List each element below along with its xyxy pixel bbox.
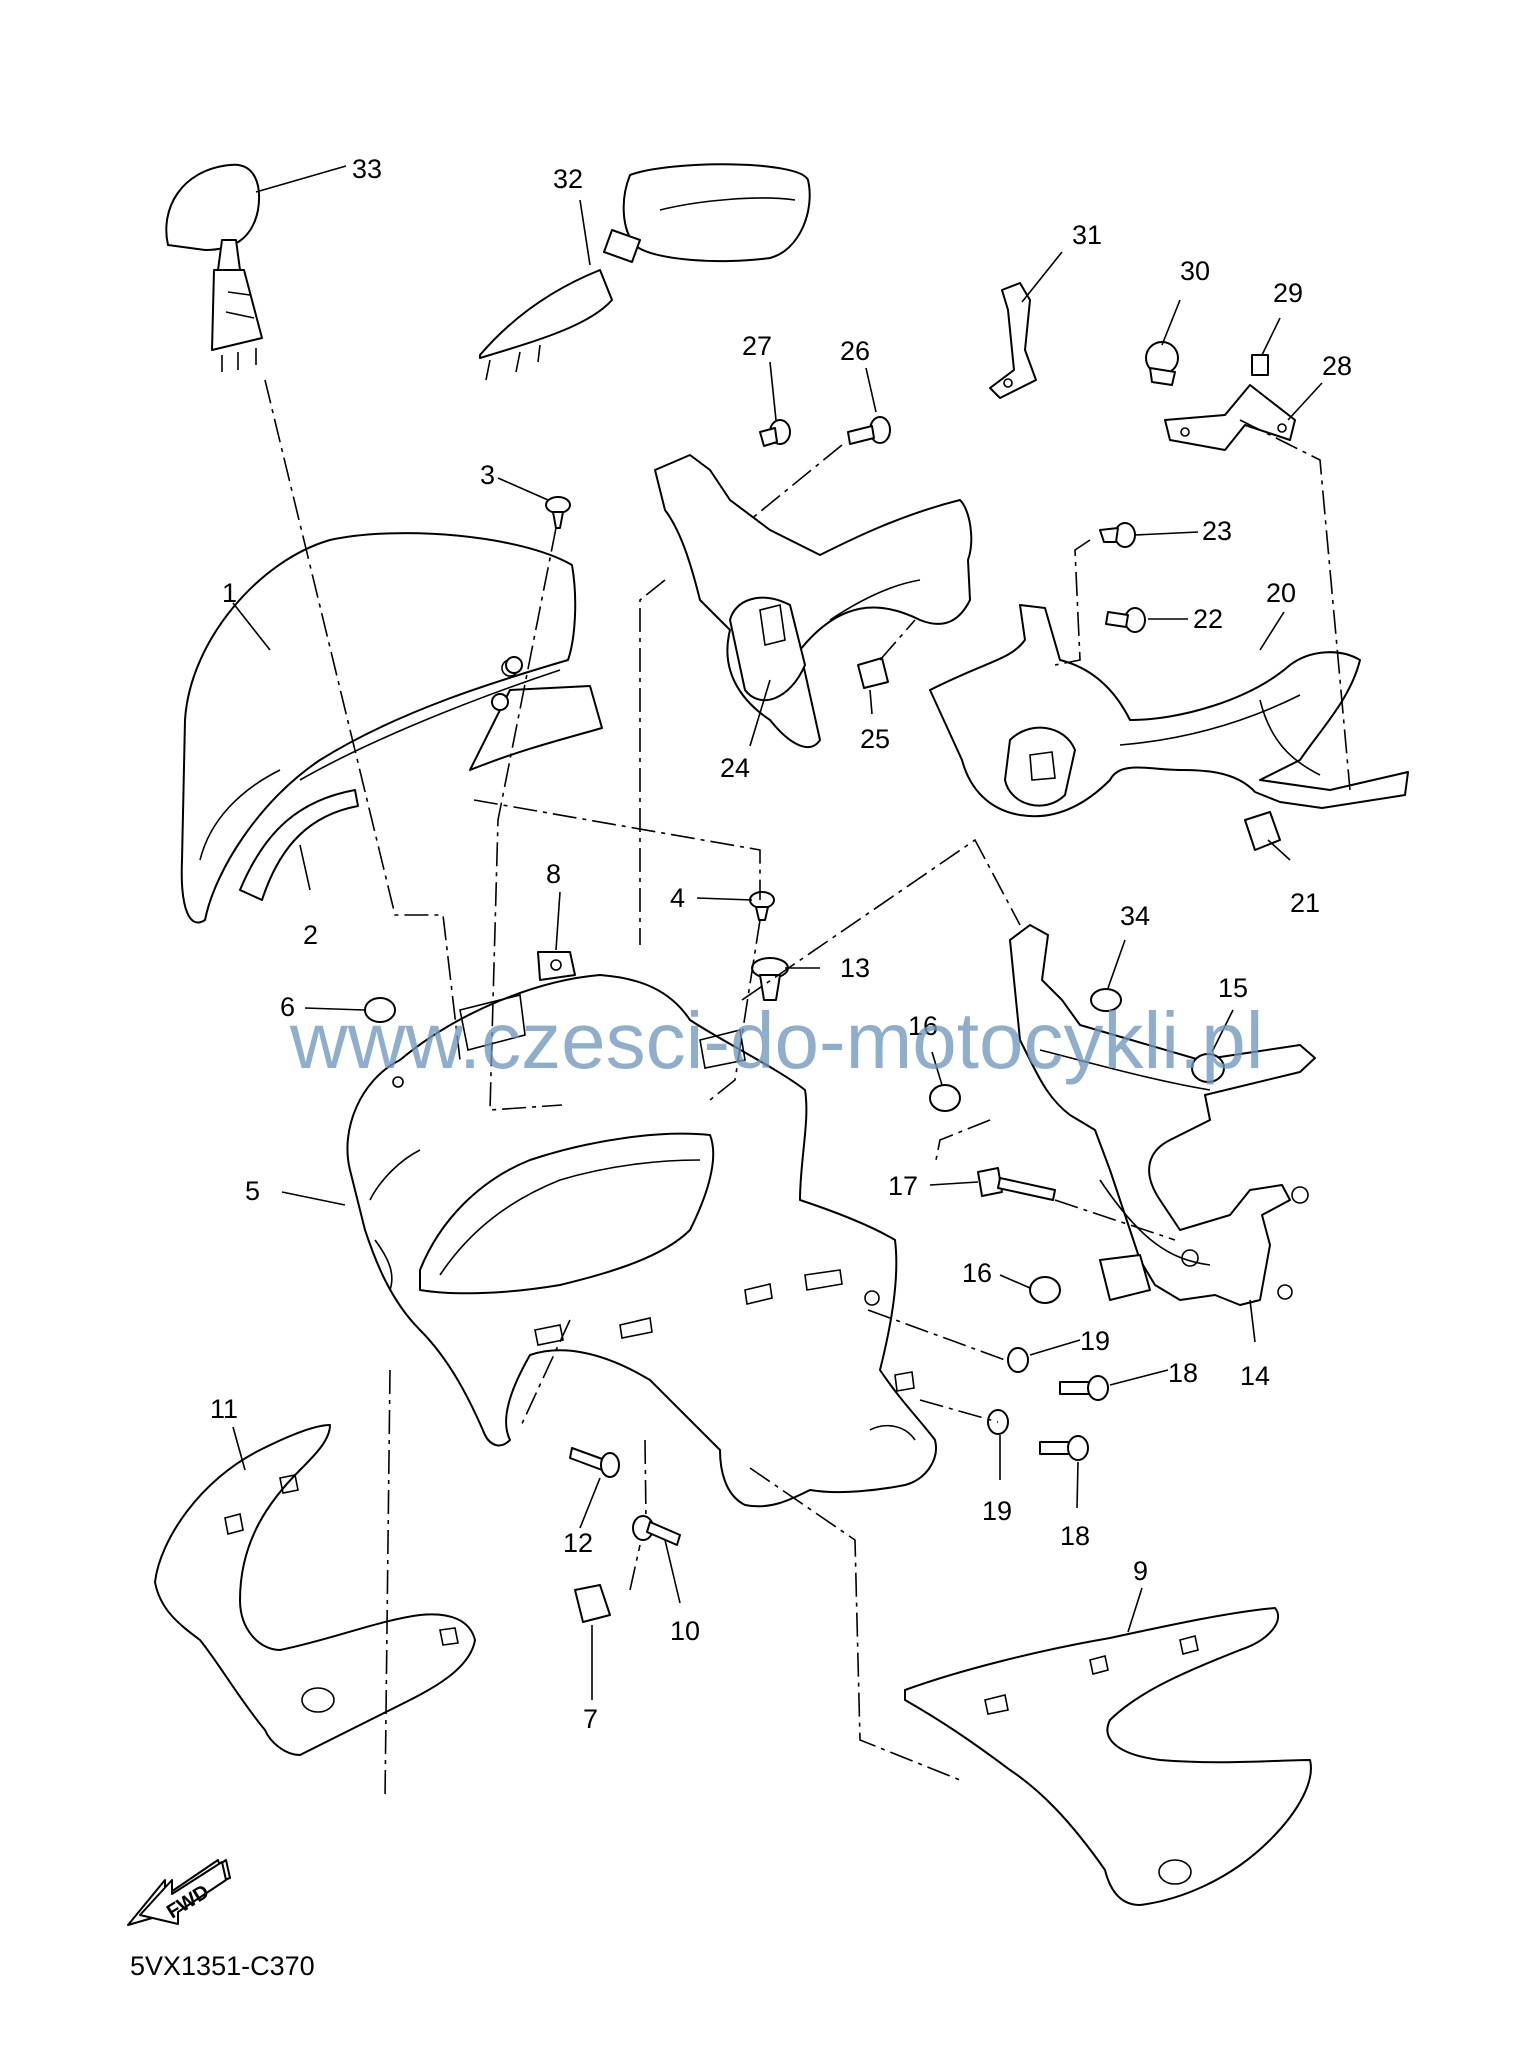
callout-23: 23 [1202, 516, 1232, 546]
part-11-left-side-panel [154, 1424, 476, 1756]
part-31-bracket [989, 282, 1037, 399]
alignment-lines [264, 379, 1351, 1801]
part-1-windscreen [180, 532, 577, 924]
callout-19b: 19 [982, 1496, 1012, 1526]
part-23-fastener [1099, 522, 1136, 548]
part-7-nut [574, 1584, 611, 1623]
callout-9: 9 [1133, 1556, 1148, 1586]
part-9-right-side-panel [904, 1607, 1312, 1906]
callout-30: 30 [1180, 256, 1210, 286]
callout-10: 10 [670, 1616, 700, 1646]
callout-18b: 18 [1060, 1521, 1090, 1551]
callout-8: 8 [546, 859, 561, 889]
part-5-main-cowling [346, 974, 937, 1508]
callout-24: 24 [720, 753, 750, 783]
part-22-bolt [1105, 607, 1146, 633]
callout-20: 20 [1266, 578, 1296, 608]
callout-26: 26 [840, 336, 870, 366]
callout-16b: 16 [962, 1258, 992, 1288]
callout-1: 1 [222, 578, 237, 608]
fwd-arrow-icon: FWD [127, 1859, 231, 1926]
callout-33: 33 [352, 154, 382, 184]
part-21-clip [1244, 811, 1281, 851]
callout-4: 4 [670, 883, 685, 913]
callout-15: 15 [1218, 973, 1248, 1003]
callout-12: 12 [563, 1528, 593, 1558]
callout-29: 29 [1273, 278, 1303, 308]
part-33-left-mirror [165, 163, 263, 372]
callout-25: 25 [860, 724, 890, 754]
part-16-damper-a [929, 1084, 961, 1112]
part-34-damper [1090, 988, 1122, 1012]
diagram-code: 5VX1351-C370 [130, 1951, 315, 1981]
part-10-bolt [632, 1515, 681, 1546]
part-28-stay [1164, 384, 1296, 451]
part-8-nut [537, 951, 576, 981]
callout-19a: 19 [1080, 1326, 1110, 1356]
part-6-grommet [364, 997, 396, 1023]
watermark-text: www.czesci-do-motocykli.pl [289, 996, 1264, 1085]
part-12-screw [569, 1447, 620, 1478]
callout-6: 6 [280, 992, 295, 1022]
callout-32: 32 [553, 164, 583, 194]
callout-17: 17 [888, 1171, 918, 1201]
part-32-right-mirror [479, 163, 811, 381]
callout-2: 2 [303, 920, 318, 950]
callout-28: 28 [1322, 351, 1352, 381]
part-13-rivet [751, 957, 789, 1001]
callout-5: 5 [245, 1176, 260, 1206]
part-29-clip [1251, 354, 1269, 376]
part-18-bolt-b [1039, 1435, 1089, 1461]
callout-21: 21 [1290, 888, 1320, 918]
callout-18a: 18 [1168, 1358, 1198, 1388]
callout-7: 7 [583, 1704, 598, 1734]
part-3-collar [491, 656, 523, 711]
part-3-screw [545, 496, 571, 529]
callout-16a: 16 [908, 1011, 938, 1041]
part-17-bolt [977, 1167, 1056, 1201]
part-30-clamp [1145, 341, 1179, 386]
part-15-damper [1191, 1053, 1225, 1083]
part-27-fastener [759, 419, 791, 447]
callout-31: 31 [1072, 220, 1102, 250]
part-20-inner-panel [929, 604, 1409, 818]
callout-11: 11 [210, 1394, 238, 1424]
leader-lines [232, 165, 1323, 1700]
part-14-stay-assembly [1009, 924, 1316, 1306]
part-16-damper-b [1029, 1276, 1061, 1304]
part-19-washer-a [1007, 1347, 1029, 1373]
part-4-screw [749, 891, 775, 921]
callout-27: 27 [742, 331, 772, 361]
part-24-inner-panel [654, 454, 973, 749]
callout-numbers: 33 32 31 30 29 28 27 26 3 23 22 20 1 2 2… [210, 154, 1352, 1734]
callout-14: 14 [1240, 1361, 1270, 1391]
part-25-nut [857, 657, 889, 689]
part-18-bolt-a [1059, 1375, 1109, 1401]
callout-3: 3 [480, 460, 495, 490]
part-26-bolt [847, 416, 891, 445]
callout-13: 13 [840, 953, 870, 983]
callout-22: 22 [1193, 604, 1223, 634]
callout-34: 34 [1120, 901, 1150, 931]
